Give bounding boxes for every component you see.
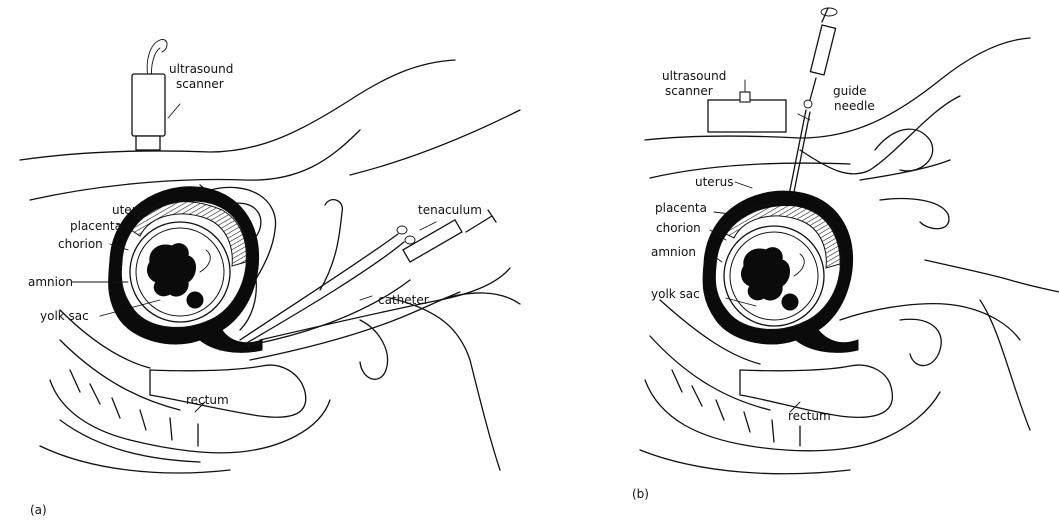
label-catheter-a: catheter [378,293,429,307]
label-scanner-a: scanner [176,77,224,91]
label-rectum-a: rectum [186,393,229,407]
label-uterus-a: uterus [112,203,150,217]
label-placenta-a: placenta [70,219,122,233]
label-yolk-sac-a: yolk sac [40,309,89,323]
ultrasound-scanner-a [132,39,180,150]
label-rectum-b: rectum [788,409,831,423]
label-chorion-a: chorion [58,237,103,251]
label-yolk-sac-b: yolk sac [651,287,700,301]
ultrasound-scanner-b [708,80,786,132]
label-ultrasound-a: ultrasound [169,62,233,76]
label-tenaculum-a: tenaculum [418,203,482,217]
anatomy-outlines-a [20,60,520,473]
label-chorion-b: chorion [656,221,701,235]
catheter-syringe-a [220,210,496,350]
label-placenta-b: placenta [655,201,707,215]
caption-a: (a) [30,503,47,517]
label-needle-b: needle [834,99,875,113]
label-scanner-b: scanner [665,84,713,98]
label-guide-b: guide [833,84,867,98]
label-amnion-b: amnion [651,245,696,259]
uterus-b [703,191,858,352]
panel-b: ultrasound scanner guide needle uterus p… [632,8,1059,501]
label-ultrasound-b: ultrasound [662,69,726,83]
caption-b: (b) [632,487,649,501]
label-amnion-a: amnion [28,275,73,289]
panel-a: ultrasound scanner uterus placenta chori… [20,39,520,517]
label-uterus-b: uterus [695,175,733,189]
